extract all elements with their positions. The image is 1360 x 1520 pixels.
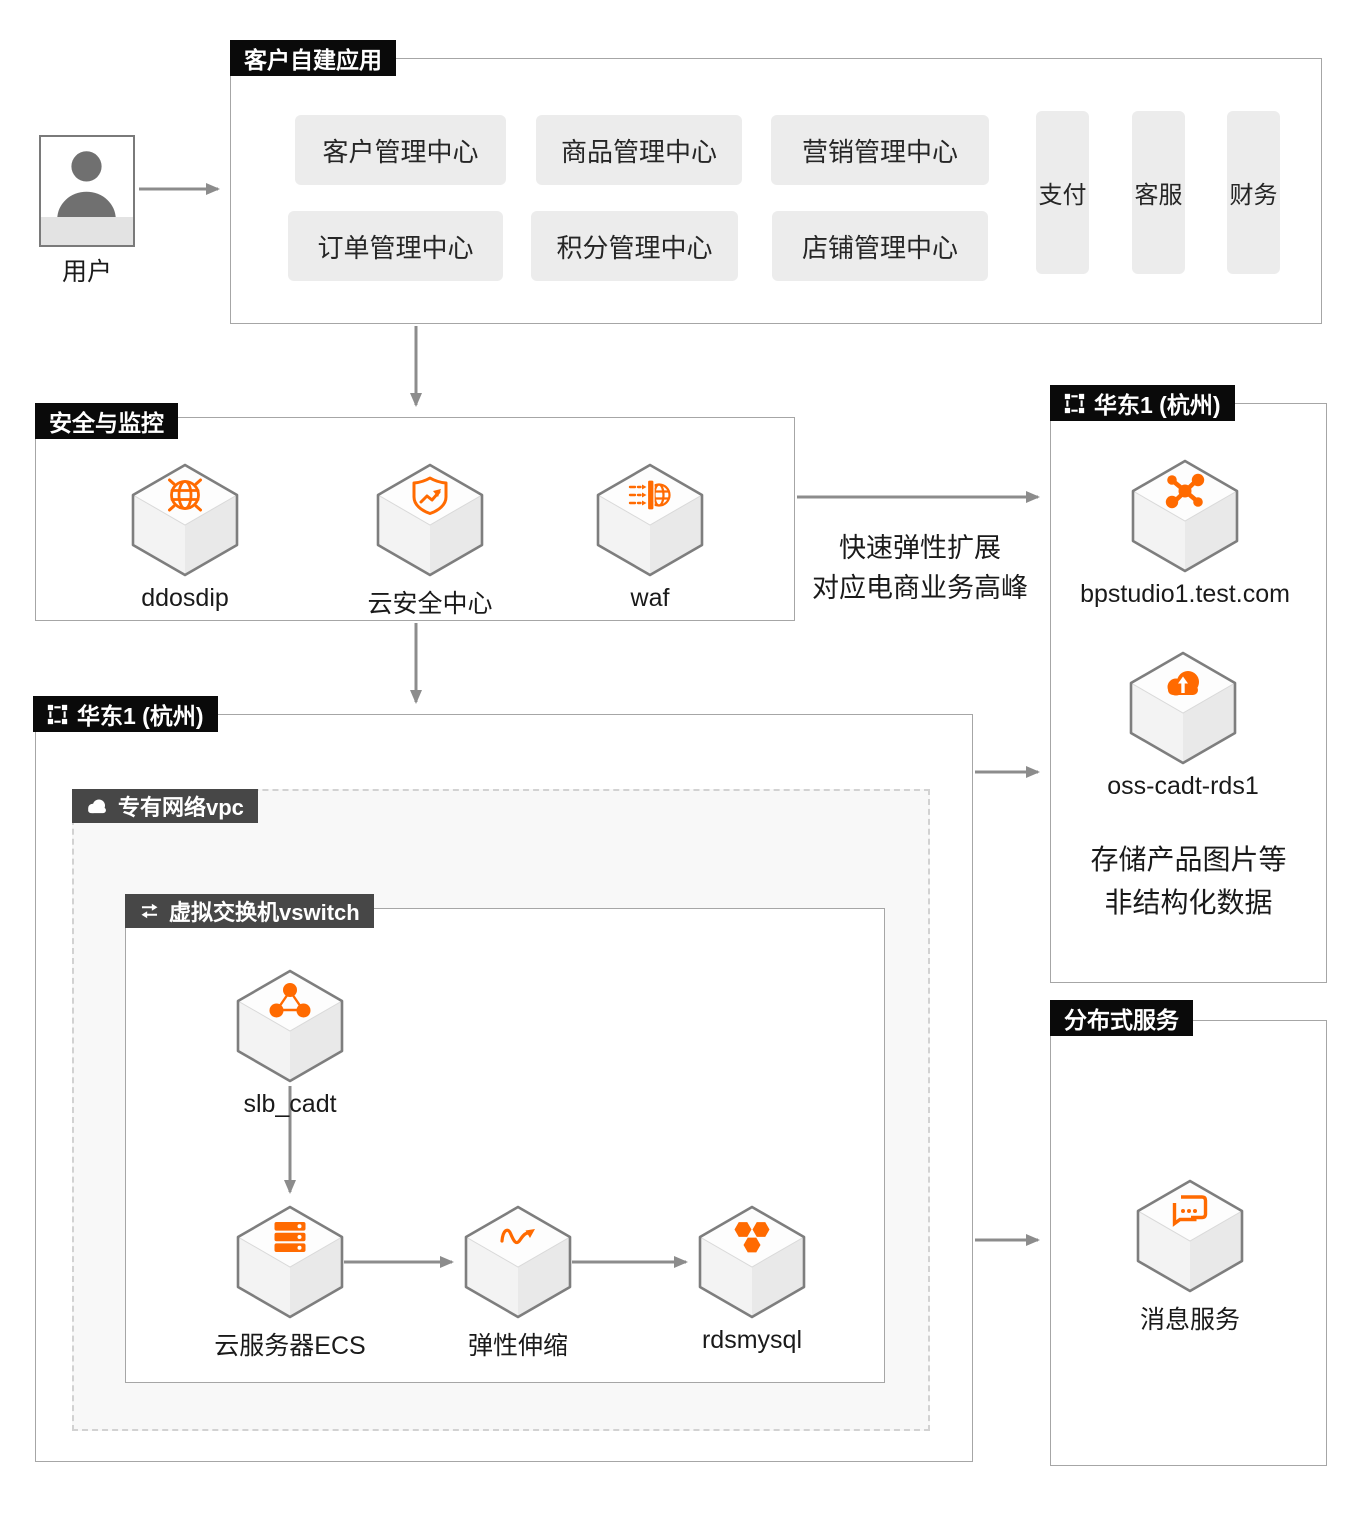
region-icon [1064,393,1085,413]
module-points-mgmt[interactable]: 积分管理中心 [531,211,738,281]
node-oss[interactable]: oss-cadt-rds1 [1107,650,1259,801]
user-card-strip [41,217,133,245]
node-auto-scaling[interactable]: 弹性伸缩 [463,1204,573,1362]
anti-ddos-icon [131,463,239,577]
node-ecs-label: 云服务器ECS [214,1332,366,1360]
elastic-scale-caption-line2: 对应电商业务高峰 [812,573,1028,603]
node-message-service[interactable]: 消息服务 [1135,1178,1245,1336]
region-right-title-text: 华东1 (杭州) [1094,392,1221,418]
slb-load-balancer-icon [236,969,344,1083]
node-waf[interactable]: waf [595,462,705,613]
module-product-mgmt[interactable]: 商品管理中心 [536,115,742,185]
oss-storage-caption-line1: 存储产品图片等 [1090,844,1287,875]
cloud-icon [88,798,106,813]
node-rdsmysql[interactable]: rdsmysql [697,1204,807,1355]
region-left-title: 华东1 (杭州) [33,696,218,732]
region-left-title-text: 华东1 (杭州) [77,703,204,729]
user-label: 用户 [61,258,112,286]
oss-cloud-upload-icon [1129,651,1237,765]
module-order-mgmt[interactable]: 订单管理中心 [288,211,503,281]
region-right-title: 华东1 (杭州) [1050,385,1235,421]
message-service-icon [1136,1179,1244,1293]
node-ecs[interactable]: 云服务器ECS [214,1204,366,1362]
auto-scaling-icon [464,1205,572,1319]
cloud-security-center-icon [376,463,484,577]
distributed-services-title: 分布式服务 [1050,1000,1193,1036]
node-auto-scaling-label: 弹性伸缩 [467,1332,568,1360]
security-box-title: 安全与监控 [35,403,178,439]
elastic-scale-caption-line1: 快速弹性扩展 [839,533,1001,563]
node-oss-label: oss-cadt-rds1 [1107,772,1259,800]
ecs-server-icon [236,1205,344,1319]
waf-firewall-icon [596,463,704,577]
module-customer-service[interactable]: 客服 [1132,111,1185,274]
vpc-title: 专有网络vpc [72,789,258,823]
node-waf-label: waf [630,584,670,612]
node-rdsmysql-label: rdsmysql [701,1326,802,1354]
person-avatar-icon [57,151,116,219]
node-message-service-label: 消息服务 [1139,1306,1240,1334]
oss-storage-caption: 存储产品图片等 非结构化数据 [1052,838,1325,924]
node-ddosdip[interactable]: ddosdip [130,462,240,613]
module-finance[interactable]: 财务 [1227,111,1280,274]
vpc-title-text: 专有网络vpc [118,795,244,820]
node-ddosdip-label: ddosdip [141,584,229,612]
app-box-title-text: 客户自建应用 [244,47,382,73]
app-box-title: 客户自建应用 [230,40,396,76]
node-cloud-security-center[interactable]: 云安全中心 [368,462,493,620]
switch-arrows-icon [141,903,158,919]
oss-storage-caption-line2: 非结构化数据 [1104,887,1273,918]
node-bpstudio[interactable]: bpstudio1.test.com [1080,458,1290,609]
user-node[interactable] [39,135,135,247]
region-icon [47,704,68,724]
module-marketing-mgmt[interactable]: 营销管理中心 [771,115,989,185]
rds-database-icon [698,1205,806,1319]
vswitch-title: 虚拟交换机vswitch [125,894,374,928]
node-cloud-security-center-label: 云安全中心 [367,590,493,618]
module-customer-mgmt[interactable]: 客户管理中心 [295,115,506,185]
distributed-services-title-text: 分布式服务 [1064,1007,1179,1033]
vswitch-title-text: 虚拟交换机vswitch [169,900,360,925]
node-slb[interactable]: slb_cadt [235,968,345,1119]
elastic-scale-caption: 快速弹性扩展 对应电商业务高峰 [775,528,1065,608]
module-payment[interactable]: 支付 [1036,111,1089,274]
module-shop-mgmt[interactable]: 店铺管理中心 [772,211,988,281]
node-bpstudio-label: bpstudio1.test.com [1080,580,1290,608]
security-box-title-text: 安全与监控 [49,410,164,436]
dns-hub-icon [1131,459,1239,573]
node-slb-label: slb_cadt [243,1090,337,1118]
